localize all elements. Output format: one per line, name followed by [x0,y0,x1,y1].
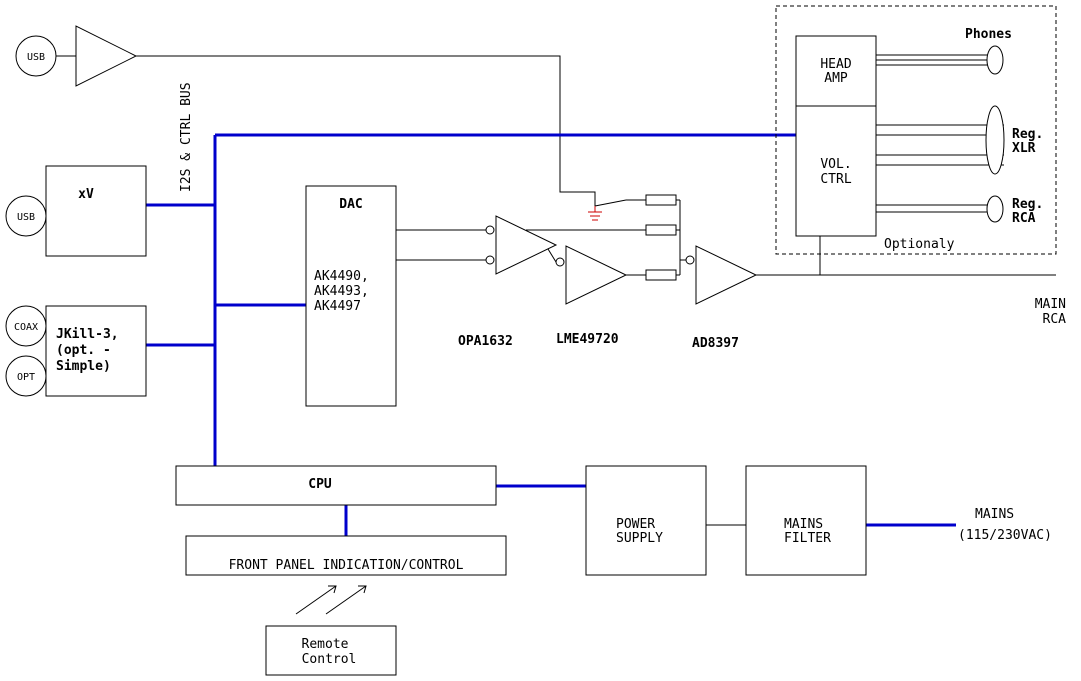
vol-ctrl-block [795,105,877,237]
main-out-line2: RCA [1043,312,1067,327]
usb-top-label: USB [27,52,45,63]
coax-connector: COAX [5,305,47,347]
head-amp-block [795,35,877,107]
xlr-jack [985,105,1005,175]
usb-top-connector: USB [15,35,57,77]
mains-filter-line1: MAINS [784,517,823,532]
ad8397-label: AD8397 [692,336,739,351]
xv-block: xV [45,165,147,257]
usb-mid-connector: USB [5,195,47,237]
dac-block: DAC AK4490, AK4493, AK4497 [305,185,397,407]
front-panel-label: FRONT PANEL INDICATION/CONTROL [229,558,464,573]
front-panel-block: FRONT PANEL INDICATION/CONTROL [185,535,507,576]
vol-ctrl-line1: VOL. [820,157,851,172]
mains-line2: (115/230VAC) [958,528,1052,543]
opt-connector: OPT [5,355,47,397]
usb-control-wire [136,55,596,206]
dac-title: DAC [339,197,362,212]
dac-chip2: AK4493, [314,284,369,299]
dac-chip3: AK4497 [314,299,361,314]
phones-label: Phones [965,27,1012,42]
jkill-line1: JKill-3, [56,327,119,342]
lme49720-label: LME49720 [556,332,619,347]
rca-line2: RCA [1012,211,1036,226]
usb-buffer-triangle [75,25,138,87]
jkill-block: JKill-3, (opt. - Simple) [45,305,147,397]
vol-ctrl-line2: CTRL [820,172,851,187]
power-supply-line1: POWER [616,517,655,532]
optional-section: HEAD AMP VOL. CTRL Optionaly Phones Reg.… [775,5,1057,255]
optional-label: Optionaly [884,237,955,252]
mute-switch [588,199,646,221]
xv-label: xV [78,187,94,202]
remote-line2: Control [302,652,357,667]
bus-label: I2S & CTRL BUS [179,82,194,192]
power-supply-line2: SUPPLY [616,531,663,546]
phones-jack [986,45,1004,75]
jkill-line2: (opt. - [56,343,111,358]
jkill-line3: Simple) [56,359,111,374]
opt-label: OPT [17,372,35,383]
main-out-line1: MAIN [1035,297,1066,312]
power-supply-block: POWER SUPPLY [585,465,707,576]
xlr-line2: XLR [1012,141,1036,156]
lme49720-amp [555,245,628,305]
resistor-network [645,194,686,281]
ad8397-amp [685,245,758,305]
mains-filter-line2: FILTER [784,531,831,546]
cpu-block: CPU [175,465,497,506]
rca-line1: Reg. [1012,197,1043,212]
reg-rca-jack [986,195,1004,223]
opa1632-label: OPA1632 [458,334,513,349]
usb-mid-label: USB [17,212,35,223]
cpu-label: CPU [308,477,332,492]
coax-label: COAX [14,322,38,333]
ir-arrows [295,585,367,615]
remote-line1: Remote [302,637,349,652]
mains-line1: MAINS [975,507,1014,522]
head-amp-line2: AMP [824,71,848,86]
head-amp-line1: HEAD [820,57,851,72]
mains-filter-block: MAINS FILTER [745,465,867,576]
xlr-line1: Reg. [1012,127,1043,142]
remote-control-block: Remote Control [265,625,397,676]
dac-chip1: AK4490, [314,269,369,284]
i2s-ctrl-bus [146,133,956,536]
opa1632-amp [485,215,558,275]
